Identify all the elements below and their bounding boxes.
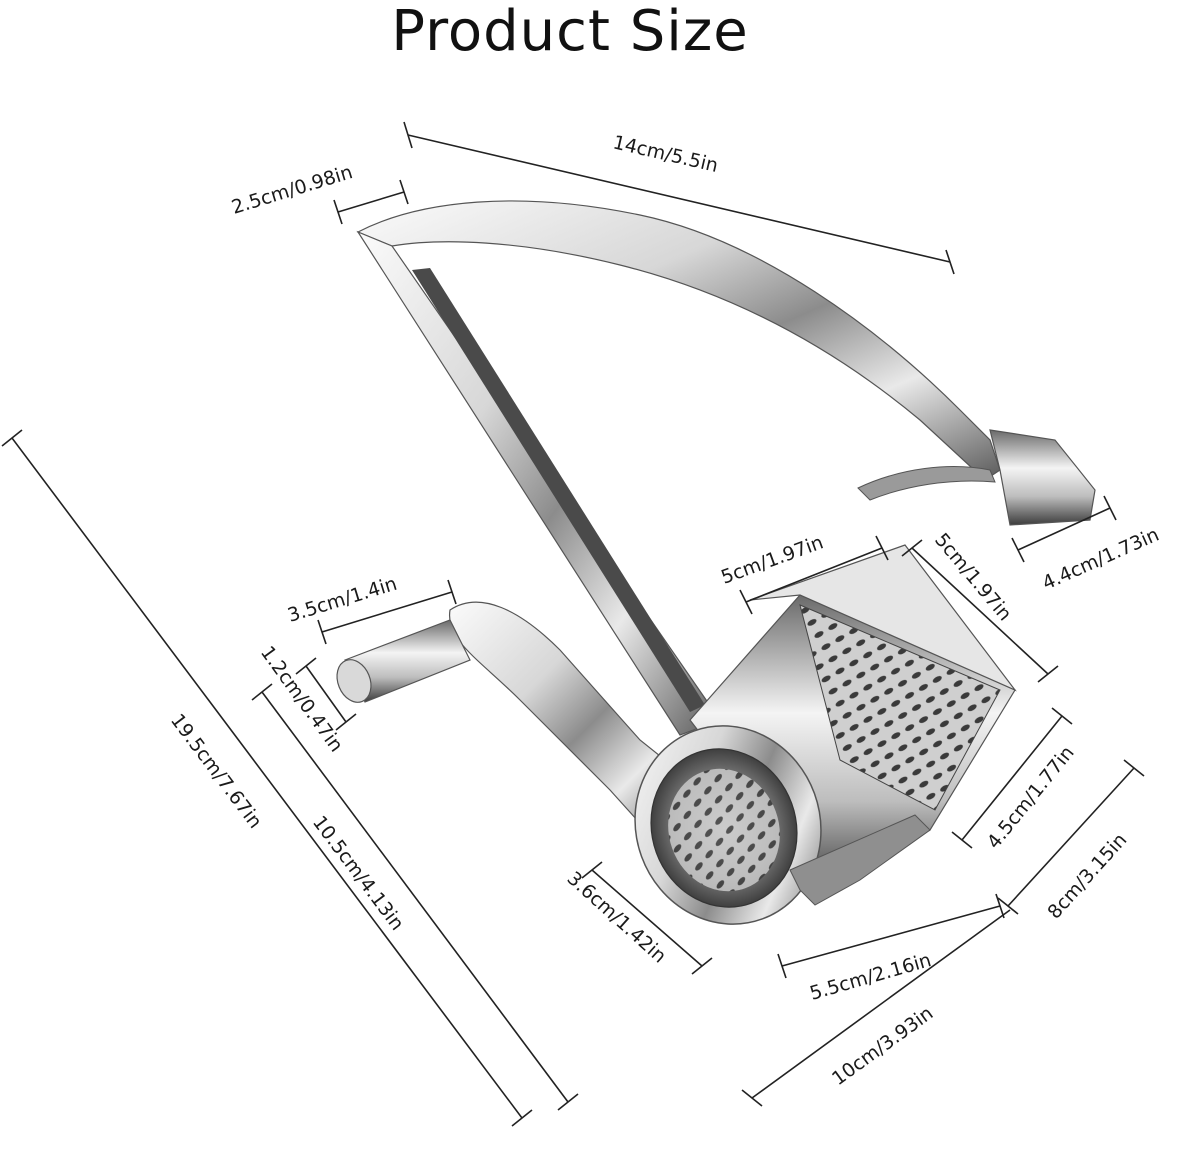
label-total-height: 19.5cm/7.67in [166, 710, 266, 833]
grater-illustration [336, 200, 1096, 925]
grating-box-opening [799, 604, 1001, 811]
handle-tip [857, 466, 996, 501]
lever-handle [356, 200, 1001, 481]
label-drum-diameter: 3.6cm/1.42in [563, 867, 671, 967]
label-drum-length: 5.5cm/2.16in [807, 949, 933, 1005]
label-crank-height: 10.5cm/4.13in [308, 812, 408, 935]
handle-end [989, 429, 1096, 526]
label-handle-end-width: 4.4cm/1.73in [1039, 524, 1162, 595]
label-base-length: 10cm/3.93in [828, 1002, 937, 1090]
dimension-lines [1, 121, 1145, 1127]
clamp-base [789, 814, 931, 906]
grating-box-top [749, 544, 1017, 692]
page-title: Product Size [391, 0, 749, 64]
label-knob-diameter: 1.2cm/0.47in [256, 642, 347, 756]
label-handle-top-width: 2.5cm/0.98in [229, 161, 355, 219]
label-knob-length: 3.5cm/1.4in [285, 573, 400, 627]
label-handle-length: 14cm/5.5in [611, 131, 720, 177]
label-base-depth: 8cm/3.15in [1043, 829, 1131, 923]
knob-end [336, 659, 372, 703]
drum-grating [668, 768, 780, 892]
arm-slot [412, 268, 705, 712]
